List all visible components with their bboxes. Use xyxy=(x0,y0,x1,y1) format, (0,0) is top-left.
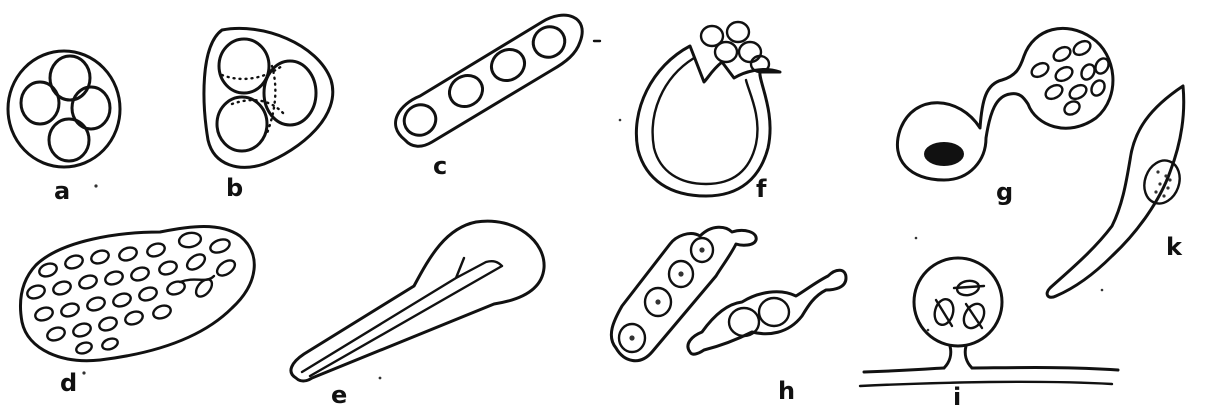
panel-c-label: c xyxy=(433,152,447,180)
panel-b-label: b xyxy=(226,174,243,202)
panel-f: f xyxy=(636,22,780,203)
panel-g: g xyxy=(897,28,1113,206)
panel-a-spore-bottom xyxy=(49,119,89,161)
panel-d: d xyxy=(21,227,255,398)
panel-g-spore-cluster xyxy=(1029,38,1111,117)
panel-e-label: e xyxy=(331,381,347,405)
panel-b-spore-top xyxy=(219,39,269,93)
panel-g-dark-body xyxy=(924,142,964,166)
panel-i-seed-bodies xyxy=(932,279,988,332)
panel-f-spore-cluster xyxy=(701,22,769,72)
panel-e: e xyxy=(291,221,544,405)
panel-k-label: k xyxy=(1166,233,1183,261)
panel-i: i xyxy=(860,258,1118,405)
panel-h: h xyxy=(611,227,846,405)
panel-k-cell-wall xyxy=(1047,86,1184,297)
panel-g-label: g xyxy=(996,178,1013,206)
panel-a-spore-left xyxy=(21,82,59,124)
panel-b-spore-bottom xyxy=(217,97,267,151)
panel-h-chain-2-spore-1 xyxy=(729,308,759,336)
panel-c-ascus-wall xyxy=(396,15,583,146)
panel-i-stalk xyxy=(944,346,972,368)
panel-b-spore-right xyxy=(264,61,316,125)
panel-k-nucleus xyxy=(1139,156,1186,209)
panel-c: c xyxy=(396,15,600,180)
panel-a-label: a xyxy=(54,177,70,205)
panel-i-label: i xyxy=(953,383,961,405)
panel-i-cell-wall xyxy=(914,258,1002,346)
panel-a: a xyxy=(8,51,120,205)
panel-h-chain-2-spore-2 xyxy=(759,298,789,326)
panel-k: k xyxy=(1047,86,1185,297)
panel-i-substrate-upper xyxy=(864,368,1118,373)
panel-f-label: f xyxy=(756,175,767,203)
panel-d-label: d xyxy=(60,369,77,397)
panel-a-cell-wall xyxy=(8,51,120,167)
panel-i-substrate-lower xyxy=(860,382,1112,386)
panel-e-inner-channel xyxy=(302,258,502,376)
panel-f-cup-inner xyxy=(653,58,758,184)
panel-f-cup-outer xyxy=(636,46,780,196)
panel-b: b xyxy=(204,28,333,202)
panel-c-spore-3 xyxy=(486,44,530,87)
panel-h-label: h xyxy=(778,377,795,405)
